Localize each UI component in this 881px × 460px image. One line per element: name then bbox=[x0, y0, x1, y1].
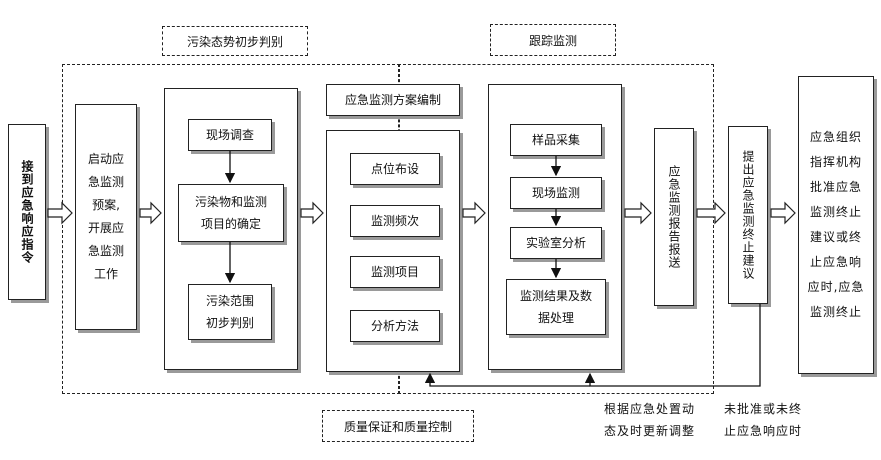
receive-command-box: 接到应急响应指令 bbox=[8, 124, 46, 300]
pollutant-items-text: 污染物和监测 项目的确定 bbox=[194, 195, 267, 231]
pollutant-items-box: 污染物和监测 项目的确定 bbox=[178, 184, 284, 242]
hollow-arrow-7 bbox=[770, 201, 796, 225]
start-plan-text: 启动应 急监测 预案, 开展应 急监测 工作 bbox=[87, 152, 124, 281]
report-submit-box: 应急监测报告报送 bbox=[654, 128, 694, 306]
pollution-range-box: 污染范围 初步判别 bbox=[188, 284, 272, 340]
command-approval-box: 应急组织 指挥机构 批准应急 监测终止 建议或终 止应急响 应时,应急 监测终止 bbox=[798, 76, 874, 374]
label-initial-judgment: 污染态势初步判别 bbox=[162, 26, 308, 56]
site-survey-box: 现场调查 bbox=[188, 119, 272, 151]
label-quality-control: 质量保证和质量控制 bbox=[322, 410, 474, 442]
command-approval-text: 应急组织 指挥机构 批准应急 监测终止 建议或终 止应急响 应时,应急 监测终止 bbox=[807, 130, 865, 319]
not-approved-note: 未批准或未终 止应急响应时 bbox=[724, 402, 803, 438]
lab-analysis-box: 实验室分析 bbox=[510, 227, 602, 259]
result-processing-box: 监测结果及数 据处理 bbox=[506, 279, 606, 335]
monitor-items-box: 监测项目 bbox=[350, 256, 440, 288]
result-processing-text: 监测结果及数 据处理 bbox=[519, 289, 592, 325]
receive-command-text: 接到应急响应指令 bbox=[20, 160, 34, 264]
sampling-box: 样品采集 bbox=[510, 124, 602, 156]
point-layout-box: 点位布设 bbox=[350, 153, 440, 185]
start-plan-box: 启动应 急监测 预案, 开展应 急监测 工作 bbox=[75, 104, 137, 330]
plan-compilation-label: 应急监测方案编制 bbox=[326, 84, 460, 116]
propose-end-text: 提出应急监测终止建议 bbox=[741, 150, 755, 280]
frequency-box: 监测频次 bbox=[350, 205, 440, 237]
propose-end-box: 提出应急监测终止建议 bbox=[728, 126, 768, 304]
update-note: 根据应急处置动 态及时更新调整 bbox=[604, 402, 696, 438]
report-submit-text: 应急监测报告报送 bbox=[667, 165, 681, 269]
analysis-method-box: 分析方法 bbox=[350, 310, 440, 342]
pollution-range-text: 污染范围 初步判别 bbox=[205, 294, 254, 330]
onsite-monitoring-box: 现场监测 bbox=[510, 177, 602, 209]
label-tracking-monitoring: 跟踪监测 bbox=[490, 24, 616, 56]
